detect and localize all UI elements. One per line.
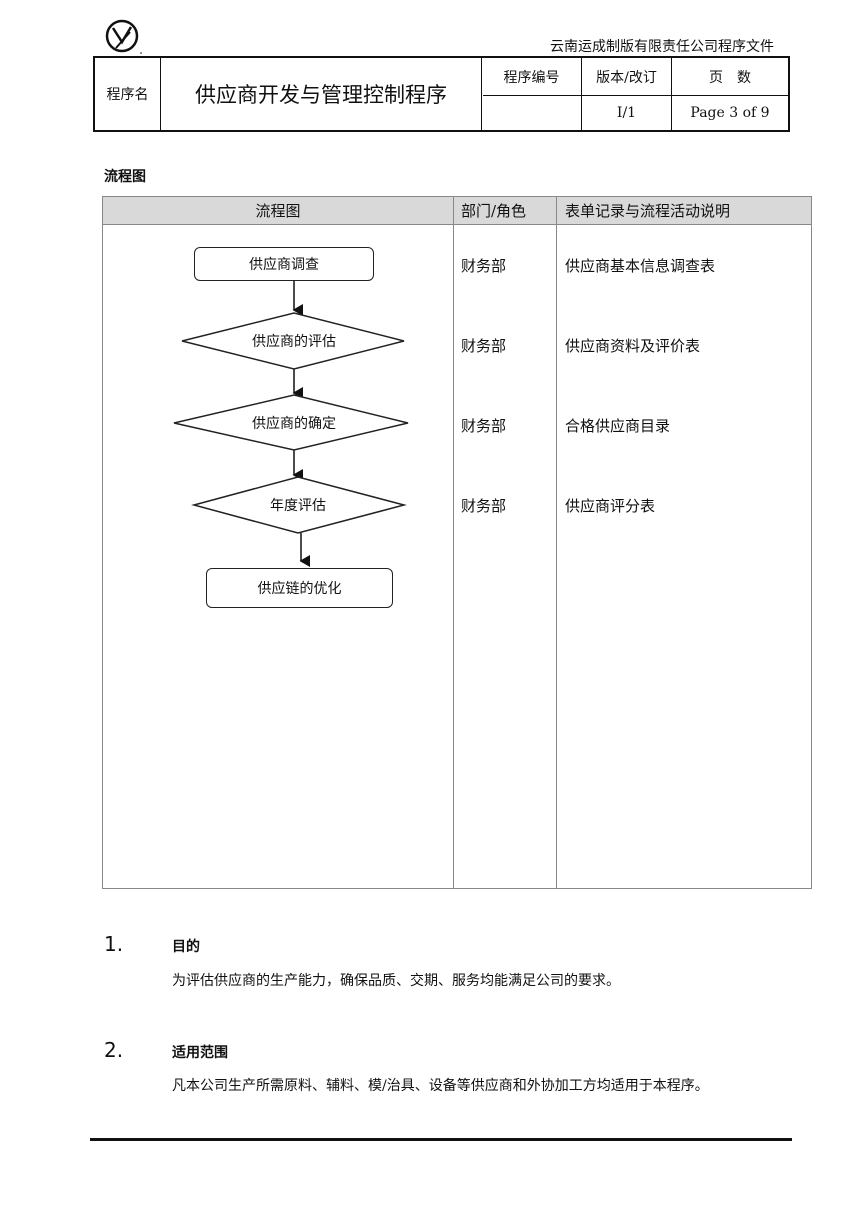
table-header-row — [103, 197, 811, 225]
program-name-label: 程序名 — [106, 87, 149, 103]
flowchart-table: 流程图 部门/角色 表单记录与流程活动说明 供应商调查 供应商的评估 供应商的确… — [102, 196, 812, 889]
program-code-label: 程序编号 — [503, 69, 560, 86]
column-header-department: 部门/角色 — [461, 202, 527, 220]
company-document-title: 云南运成制版有限责任公司程序文件 — [550, 39, 774, 55]
page-label: 页 数 — [709, 69, 751, 86]
decision-diamond — [191, 476, 407, 534]
dept-cell: 财务部 — [461, 257, 507, 275]
flow-section-title: 流程图 — [104, 169, 146, 185]
record-cell: 供应商基本信息调查表 — [565, 257, 716, 275]
flow-step-annual-evaluation: 年度评估 — [270, 498, 326, 514]
column-header-flowchart: 流程图 — [255, 202, 301, 220]
flow-step-supply-chain-optimization: 供应链的优化 — [206, 568, 393, 608]
version-value: Ⅰ/1 — [616, 105, 637, 121]
page-value: Page 3 of 9 — [690, 105, 770, 121]
document-header-table: 程序名 供应商开发与管理控制程序 程序编号 版本/改订 页 数 Ⅰ/1 Page… — [93, 56, 790, 132]
flow-step-supplier-confirmation: 供应商的确定 — [252, 416, 336, 432]
dept-cell: 财务部 — [461, 417, 507, 435]
footer-rule — [90, 1138, 792, 1141]
dept-cell: 财务部 — [461, 497, 507, 515]
flow-step-supplier-survey: 供应商调查 — [194, 247, 374, 281]
record-cell: 供应商资料及评价表 — [565, 337, 701, 355]
decision-diamond — [181, 312, 405, 370]
company-logo — [105, 19, 142, 54]
section-title-purpose: 目的 — [172, 939, 200, 955]
dept-cell: 财务部 — [461, 337, 507, 355]
program-code-value — [482, 96, 581, 130]
record-cell: 供应商评分表 — [565, 497, 656, 515]
section-body-purpose: 为评估供应商的生产能力，确保品质、交期、服务均能满足公司的要求。 — [172, 973, 620, 989]
decision-diamond — [173, 394, 409, 451]
program-title: 供应商开发与管理控制程序 — [195, 83, 447, 107]
section-number: 2. — [104, 1038, 124, 1062]
section-body-scope: 凡本公司生产所需原料、辅料、模/治具、设备等供应商和外协加工方均适用于本程序。 — [172, 1078, 709, 1094]
column-header-records: 表单记录与流程活动说明 — [565, 202, 731, 220]
section-title-scope: 适用范围 — [172, 1045, 228, 1061]
flowchart-diagram — [173, 280, 409, 567]
version-label: 版本/改订 — [596, 69, 657, 86]
section-number: 1. — [104, 932, 124, 956]
flow-step-supplier-evaluation: 供应商的评估 — [252, 334, 336, 350]
record-cell: 合格供应商目录 — [565, 417, 671, 435]
